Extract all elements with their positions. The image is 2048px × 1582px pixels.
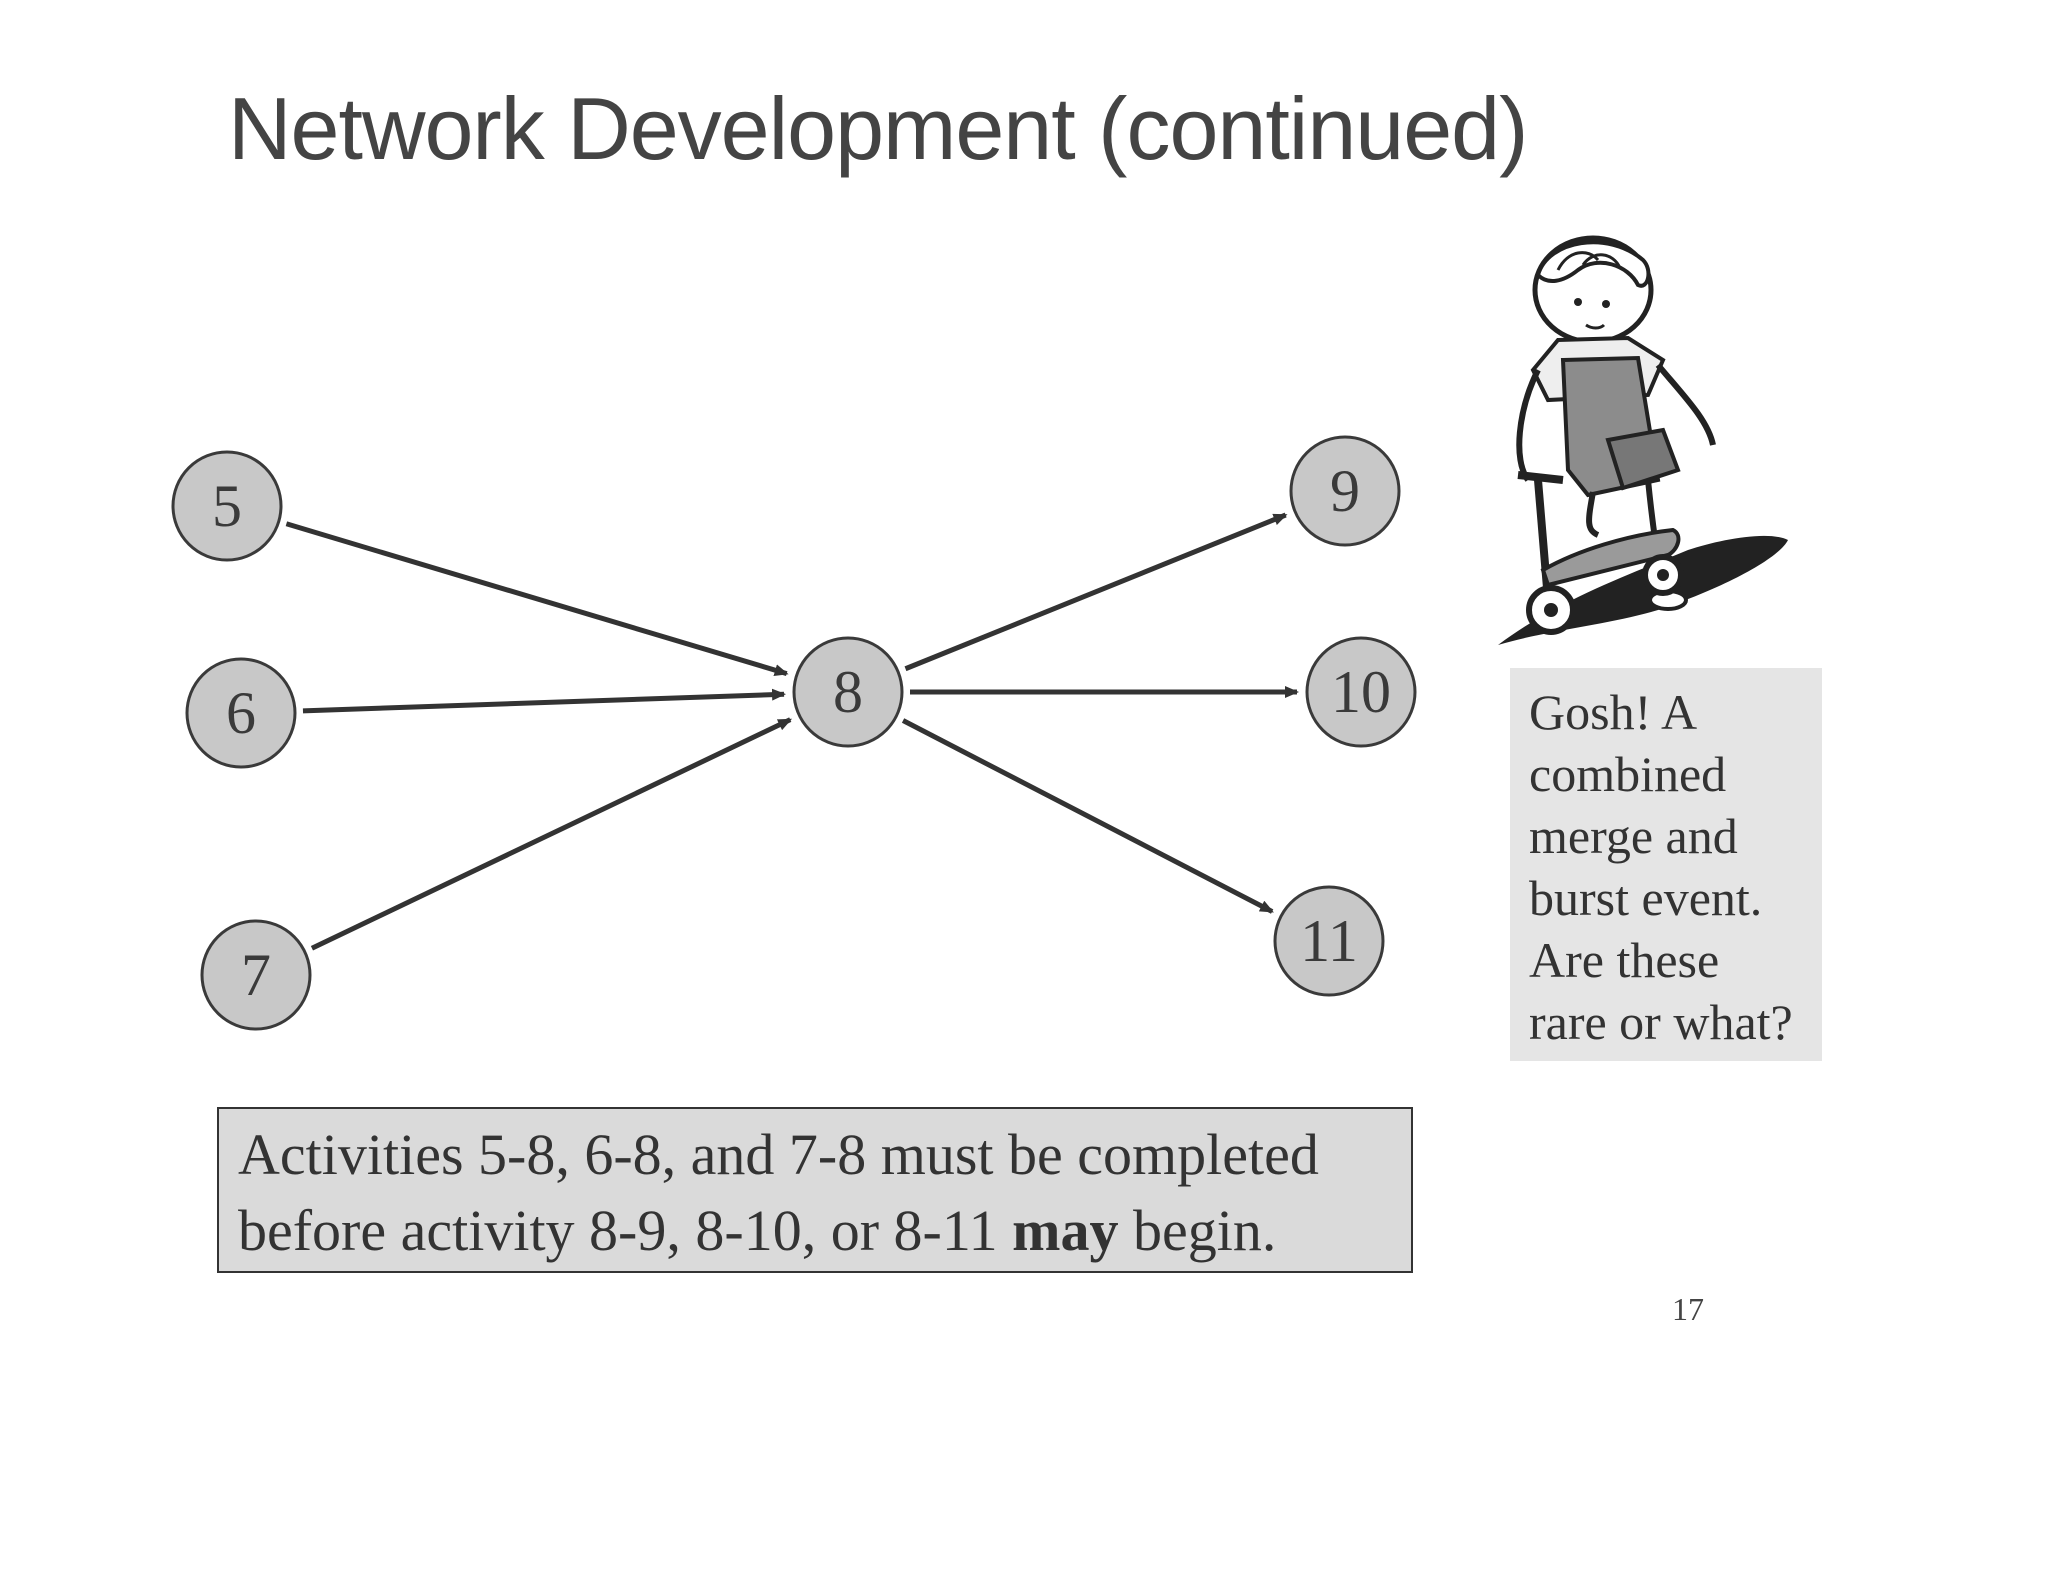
aside-line: burst event. [1529,870,1763,926]
caption-line-1: Activities 5-8, 6-8, and 7-8 must be com… [238,1122,1319,1187]
aside-note: Gosh! A combined merge and burst event. … [1510,668,1822,1061]
node-label: 10 [1331,659,1391,725]
node-label: 7 [241,942,271,1008]
node-circle [171,450,283,562]
boy-on-scooter-icon [1498,235,1788,645]
caption-emphasis: may [1012,1198,1119,1263]
aside-line: combined [1529,746,1727,802]
caption-line-2: before activity 8-9, 8-10, or 8-11 may b… [238,1193,1411,1269]
node-label: 11 [1300,908,1358,974]
aside-line: Are these [1529,932,1720,988]
node-circle [1305,636,1417,748]
aside-line: Gosh! A [1529,684,1698,740]
caption-box: Activities 5-8, 6-8, and 7-8 must be com… [217,1107,1413,1273]
edge-8-11 [901,718,1274,914]
edge-7-8 [310,717,793,951]
node-circle [1273,885,1385,997]
node-11: 11 [1273,885,1385,997]
slide-title: Network Development (continued) [228,79,1528,178]
node-label: 6 [226,680,256,746]
node-circle [200,919,312,1031]
node-circle [1289,435,1401,547]
edge-6-8 [302,688,787,714]
caption-line-2-end: begin. [1118,1198,1277,1263]
caption-line-2-start: before activity 8-9, 8-10, or 8-11 [238,1198,1013,1263]
node-8: 8 [792,636,904,748]
edge-8-9 [904,512,1288,672]
node-label: 8 [833,659,863,725]
node-label: 5 [212,473,242,539]
node-5: 5 [171,450,283,562]
node-9: 9 [1289,435,1401,547]
page-number: 17 [1672,1291,1704,1327]
aside-line: merge and [1529,808,1738,864]
node-7: 7 [200,919,312,1031]
node-6: 6 [185,657,297,769]
edge-5-8 [285,521,789,677]
node-label: 9 [1330,458,1360,524]
aside-line: rare or what? [1529,994,1793,1050]
node-10: 10 [1305,636,1417,748]
node-circle [185,657,297,769]
node-circle [792,636,904,748]
